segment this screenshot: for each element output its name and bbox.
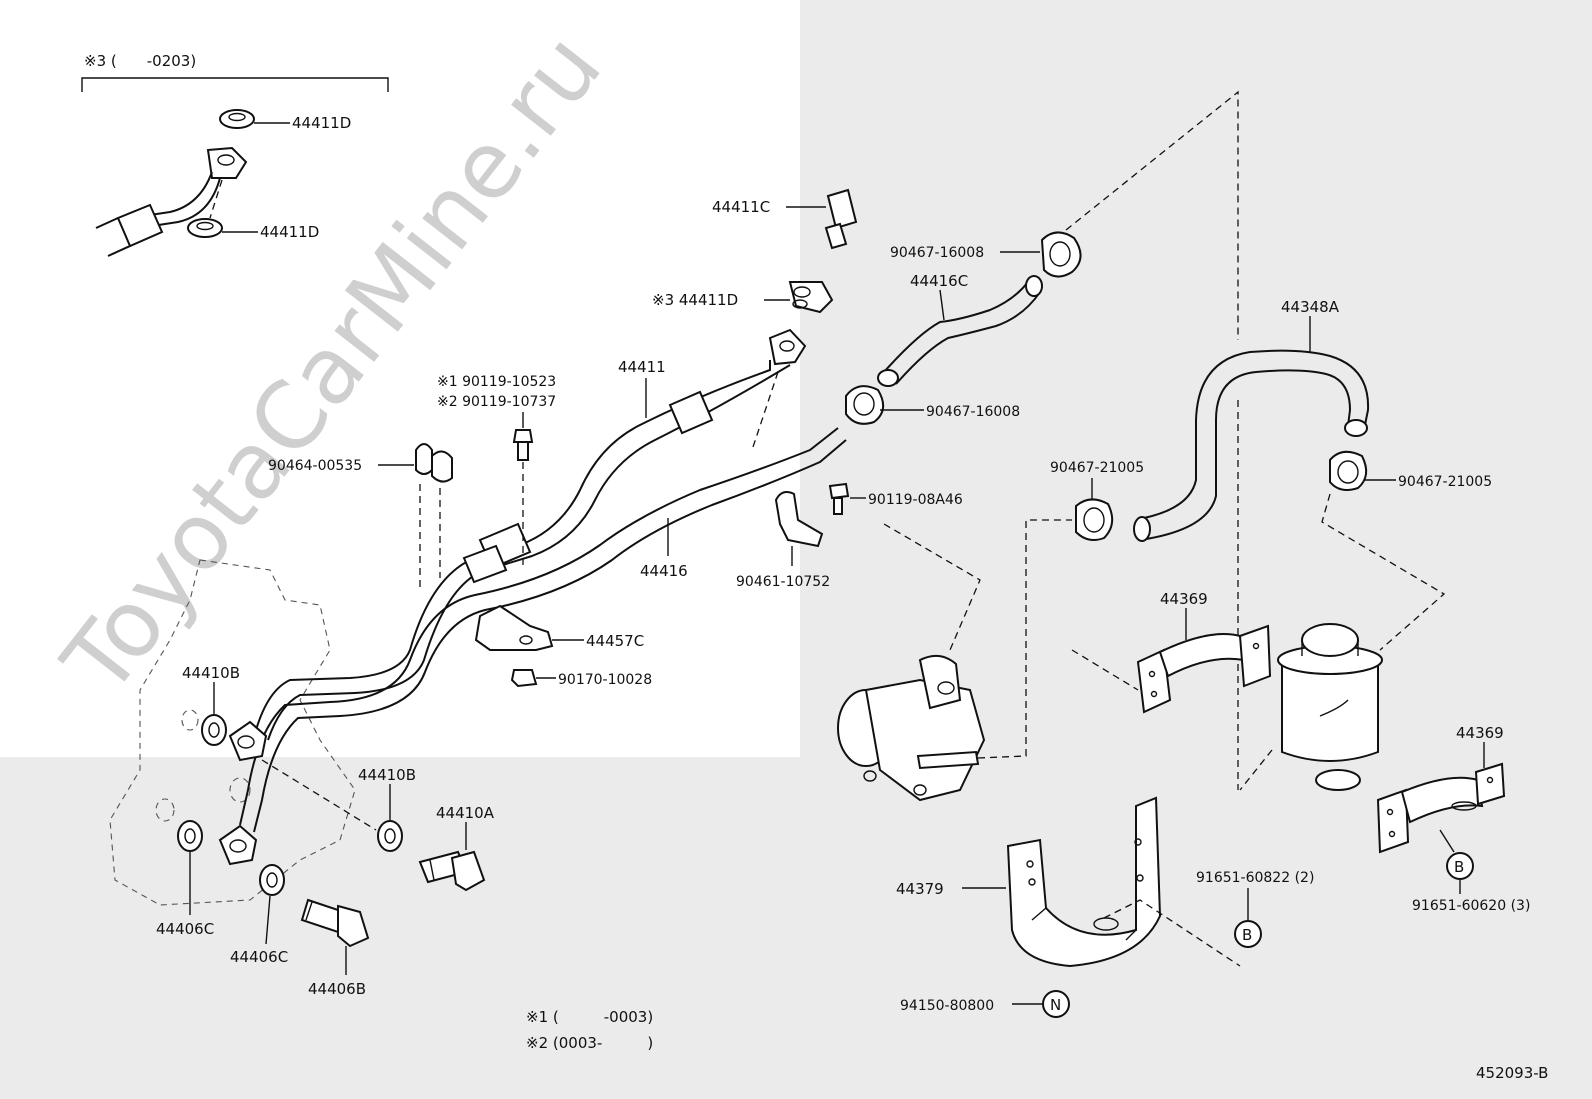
marker-n-label: N [1050,996,1061,1014]
clamp-90467-21005-left [1075,498,1114,541]
note-2: ※2 (0003- ) [526,1034,653,1052]
callout-44369-upper: 44369 [1160,590,1208,608]
callout-91651-60822: 91651-60822 (2) [1196,870,1314,886]
bracket-44457C [474,604,554,651]
band-44369-lower [1376,762,1506,854]
bolt-44410A [418,850,486,892]
reservoir-tank [1277,623,1383,791]
clamp-90467-16008-lower [845,385,885,425]
bracket-90461-10752 [774,491,824,548]
clamp-90464-00535 [415,443,453,483]
inset-title: ※3 ( -0203) [84,52,196,70]
callout-91651-60620: 91651-60620 (3) [1412,898,1530,914]
callout-44410B-2: 44410B [358,766,416,784]
callout-44379: 44379 [896,880,944,898]
callout-44406B: 44406B [308,980,366,998]
washer-44406C-1 [177,820,203,852]
callout-94150-80800: 94150-80800 [900,998,994,1014]
callout-44410B-1: 44410B [182,664,240,682]
callout-44410A: 44410A [436,804,495,822]
marker-b-2 [1446,852,1474,880]
gasket-44411D [788,281,834,314]
inset-label-2: 44411D [260,223,319,241]
inset-group: ※3 ( -0203) 44411D 44411D [81,52,389,257]
power-steering-pump [837,654,986,802]
washer-44411D-bottom [187,218,223,238]
callout-44411: 44411 [618,358,666,376]
callout-90467-21005-a: 90467-21005 [1050,460,1144,476]
note-1: ※1 ( -0003) [526,1008,653,1026]
callout-44416C: 44416C [910,272,968,290]
bracket-44379 [1006,796,1162,968]
callout-44369-lower: 44369 [1456,724,1504,742]
washer-44406C-2 [259,864,285,896]
bolt-90119-10523 [512,429,534,461]
callout-44406C-1: 44406C [156,920,214,938]
callout-90467-21005-b: 90467-21005 [1398,474,1492,490]
callout-90119-08A46: 90119-08A46 [868,492,963,508]
callout-90467-16008-b: 90467-16008 [926,404,1020,420]
bolt-90119-08A46 [828,482,850,515]
callout-90119-10737: ※2 90119-10737 [437,394,556,410]
white-panel [0,0,800,757]
washer-44410B-1 [201,714,227,746]
callout-44411D-3: ※3 44411D [652,291,738,309]
marker-b-2-label: B [1454,858,1464,876]
diagram-id: 452093-B [1476,1064,1548,1082]
union-bolt-44411C [824,188,858,250]
bolt-44406B [300,898,370,948]
hose-44416C [877,275,1043,387]
pipe-end-upper [228,720,268,762]
marker-b-1-label: B [1242,926,1252,944]
pipe-44411-sleeve [668,390,714,435]
callout-44416: 44416 [640,562,688,580]
marker-b-1 [1234,920,1262,948]
callout-90464-00535: 90464-00535 [268,458,362,474]
hose-44348A [1133,349,1370,542]
inset-label-1: 44411D [292,114,351,132]
pipe-banjo-top [768,328,807,366]
pipe-44416 [239,427,847,833]
pipe-end-lower [218,824,258,866]
clamp-90467-16008-top [1040,231,1082,278]
marker-n [1042,990,1070,1018]
pipe-44411 [255,328,807,741]
band-44369-upper [1136,624,1272,714]
callout-90119-10523: ※1 90119-10523 [437,374,556,390]
callout-44411C: 44411C [712,198,770,216]
guide-top [1065,90,1239,340]
nut-90170-10028 [510,669,538,688]
callout-90170-10028: 90170-10028 [558,672,652,688]
callout-44348A: 44348A [1281,298,1340,316]
washer-44411D-top [219,109,255,129]
callout-44406C-2: 44406C [230,948,288,966]
steering-gear-housing [109,559,356,906]
callout-90461-10752: 90461-10752 [736,574,830,590]
clamp-90467-21005-right [1329,450,1368,491]
callout-44457C: 44457C [586,632,644,650]
callout-90467-16008-a: 90467-16008 [890,245,984,261]
washer-44410B-2 [377,820,403,852]
inset-bracket [81,77,389,92]
